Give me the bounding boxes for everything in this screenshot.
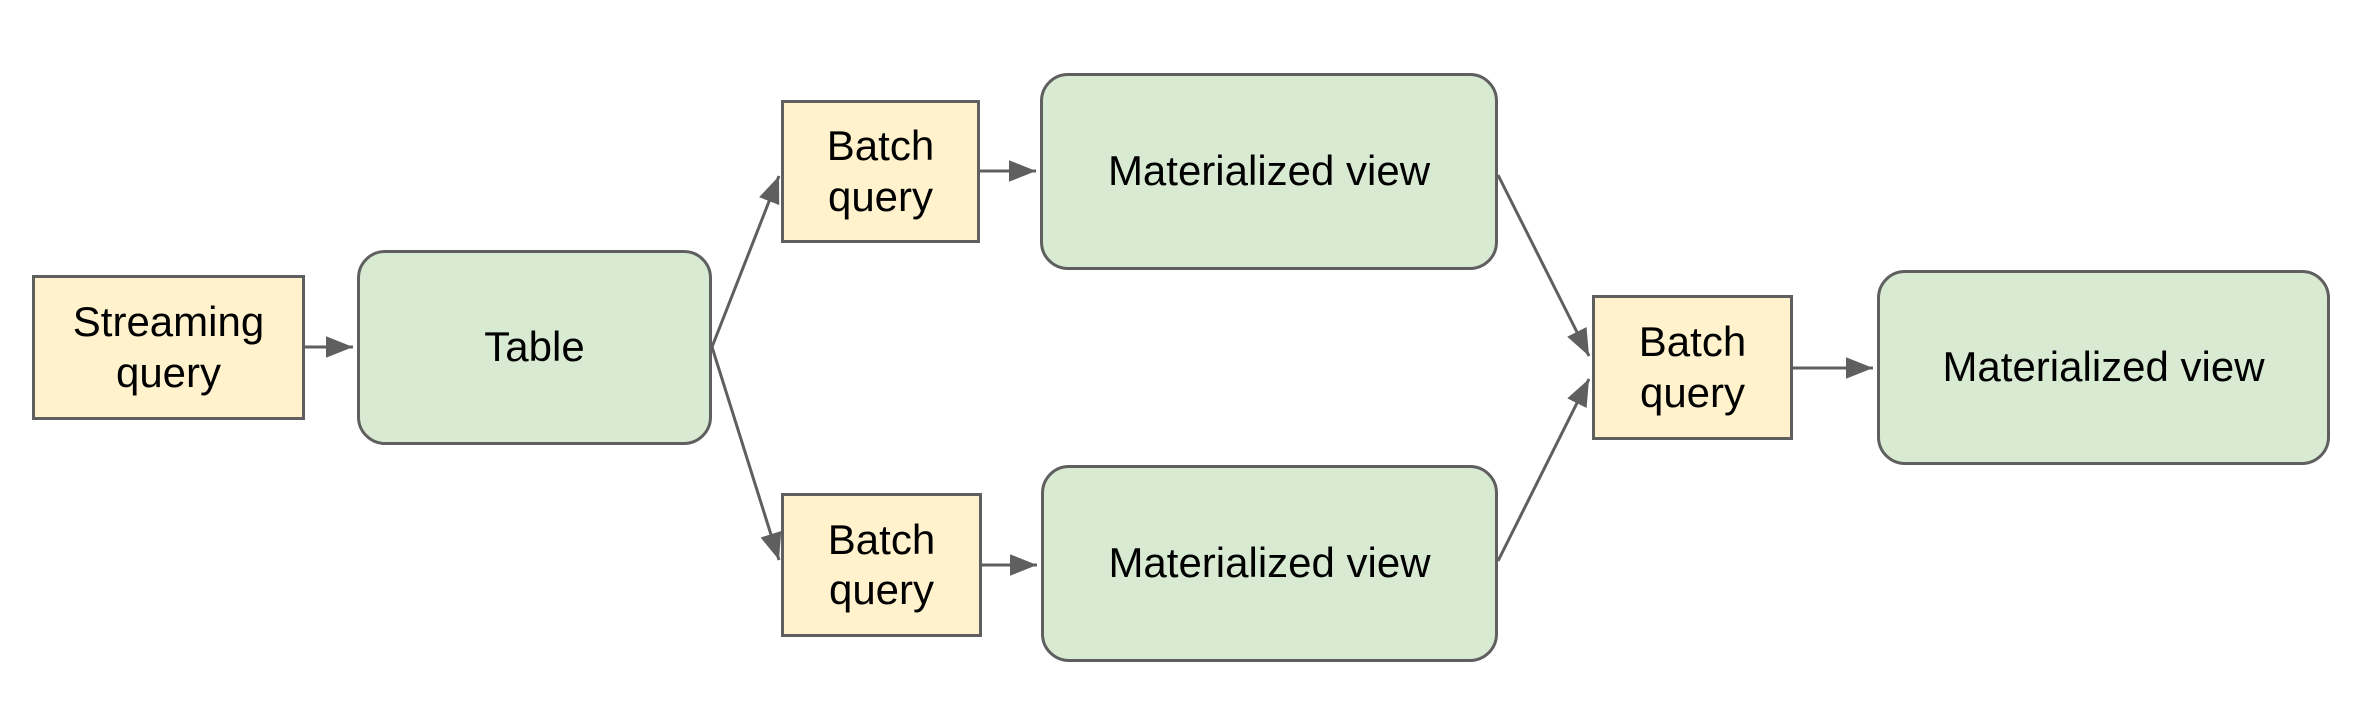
node-streaming-query: Streaming query (32, 275, 305, 420)
edge-materialized-view-bottom-to-batch-query-right (1496, 378, 1591, 562)
node-label: Batch query (827, 515, 936, 613)
node-label: Batch query (1638, 318, 1747, 416)
edge-table-to-batch-query-bottom (710, 346, 782, 561)
node-label: Materialized view (1107, 147, 1431, 195)
node-label: Batch query (826, 122, 935, 220)
node-label: Materialized view (1108, 539, 1431, 587)
node-batch-query-right: Batch query (1592, 295, 1793, 440)
node-label: Table (484, 323, 585, 371)
node-materialized-view-top: Materialized view (1040, 73, 1498, 270)
node-materialized-view-bottom: Materialized view (1041, 465, 1498, 662)
node-label: Streaming query (72, 298, 265, 396)
node-batch-query-top: Batch query (781, 100, 980, 243)
edge-table-to-batch-query-top (710, 175, 781, 348)
edge-materialized-view-top-to-batch-query-right (1496, 174, 1591, 357)
node-materialized-view-right: Materialized view (1877, 270, 2330, 465)
node-label: Materialized view (1942, 343, 2265, 391)
node-table: Table (357, 250, 712, 445)
node-batch-query-bottom: Batch query (781, 493, 982, 637)
